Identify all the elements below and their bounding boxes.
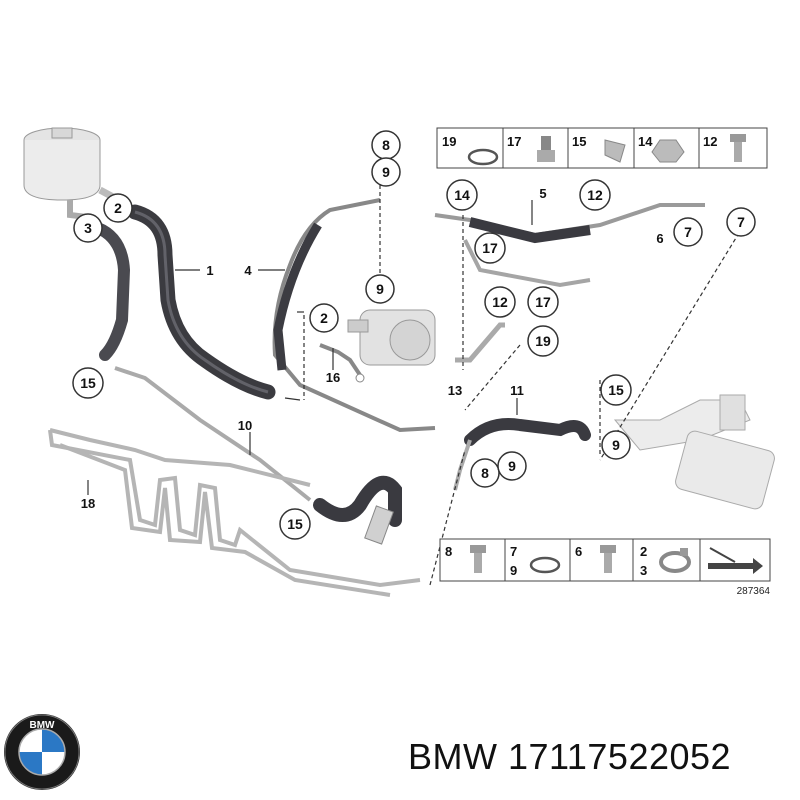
svg-text:8: 8 [481, 465, 489, 481]
callout-8: 8 [470, 458, 500, 488]
label-16: 16 [326, 370, 340, 385]
hose-10 [114, 366, 402, 545]
o-ring-icon [467, 148, 499, 166]
svg-text:15: 15 [287, 516, 303, 532]
label-1: 1 [206, 263, 213, 278]
svg-text:15: 15 [608, 382, 624, 398]
callout-15: 15 [279, 508, 311, 540]
callout-15: 15 [72, 367, 104, 399]
callout-9: 9 [601, 430, 631, 460]
steering-gear [613, 394, 775, 510]
leader-lines [303, 185, 751, 586]
callout-2: 2 [103, 193, 133, 223]
svg-text:6: 6 [575, 544, 582, 559]
svg-text:9: 9 [376, 281, 384, 297]
part-number: 17117522052 [508, 736, 732, 777]
svg-text:2: 2 [640, 544, 647, 559]
label-10: 10 [238, 418, 252, 433]
svg-text:8: 8 [445, 544, 452, 559]
clip-icon [604, 139, 626, 163]
callout-8: 8 [371, 130, 401, 160]
power-steering-pump [347, 309, 436, 366]
bmw-logo: BMW [4, 714, 80, 790]
svg-text:17: 17 [535, 294, 551, 310]
svg-text:2: 2 [114, 200, 122, 216]
seal-ring-icon [529, 556, 561, 574]
svg-text:7: 7 [737, 214, 745, 230]
hose-5 [434, 203, 705, 288]
bracket-13 [455, 322, 505, 363]
legend-bottom: 8 7 9 6 2 3 287364 [439, 538, 771, 597]
brand-name: BMW [408, 736, 498, 777]
svg-text:3: 3 [640, 563, 647, 578]
hose-1 [127, 204, 276, 400]
label-4: 4 [244, 263, 252, 278]
diagram-ref: 287364 [737, 586, 771, 597]
svg-text:9: 9 [612, 437, 620, 453]
svg-text:7: 7 [510, 544, 517, 559]
svg-text:2: 2 [320, 310, 328, 326]
svg-text:9: 9 [508, 458, 516, 474]
banjo-bolt-icon [470, 545, 486, 573]
svg-text:15: 15 [80, 375, 96, 391]
nut-icon [651, 139, 685, 163]
svg-text:12: 12 [587, 187, 603, 203]
hose-3 [92, 222, 131, 361]
callout-3: 3 [73, 213, 103, 243]
solid-leaders [87, 200, 533, 495]
hose-clamp-icon [659, 548, 691, 573]
svg-text:BMW: BMW [30, 720, 56, 731]
svg-text:12: 12 [492, 294, 508, 310]
callout-7: 7 [726, 207, 756, 237]
legend-top: 19 17 15 14 12 [436, 127, 768, 169]
svg-text:14: 14 [638, 134, 653, 149]
svg-text:17: 17 [482, 240, 498, 256]
callout-9: 9 [365, 274, 395, 304]
label-13: 13 [448, 383, 462, 398]
hose-4 [272, 198, 436, 433]
label-18: 18 [81, 496, 95, 511]
arrow-icon [708, 547, 763, 574]
svg-text:9: 9 [382, 164, 390, 180]
hollow-bolt-icon [600, 545, 616, 573]
bracket-16 [319, 343, 365, 383]
cooler-line-18 [48, 428, 421, 597]
label-6: 6 [656, 231, 663, 246]
part-caption: BMW 17117522052 [408, 736, 731, 778]
callout-14: 14 [446, 179, 478, 211]
callout-15: 15 [600, 374, 632, 406]
callout-12: 12 [484, 286, 516, 318]
svg-text:17: 17 [507, 134, 521, 149]
rubber-mount-icon [537, 136, 555, 162]
bolt-icon [730, 134, 746, 162]
callout-17: 17 [527, 286, 559, 318]
svg-text:9: 9 [510, 563, 517, 578]
callout-17: 17 [474, 232, 506, 264]
label-5: 5 [539, 186, 546, 201]
svg-text:12: 12 [703, 134, 717, 149]
svg-text:15: 15 [572, 134, 586, 149]
callout-2: 2 [309, 303, 339, 333]
callout-7: 7 [673, 217, 703, 247]
callout-9: 9 [371, 157, 401, 187]
fluid-reservoir [23, 127, 130, 221]
callout-9: 9 [497, 451, 527, 481]
svg-text:8: 8 [382, 137, 390, 153]
label-11: 11 [510, 383, 524, 398]
svg-text:3: 3 [84, 220, 92, 236]
svg-text:19: 19 [442, 134, 456, 149]
callout-19: 19 [527, 325, 559, 357]
svg-text:14: 14 [454, 187, 470, 203]
callout-12: 12 [579, 179, 611, 211]
svg-text:7: 7 [684, 224, 692, 240]
svg-text:19: 19 [535, 333, 551, 349]
